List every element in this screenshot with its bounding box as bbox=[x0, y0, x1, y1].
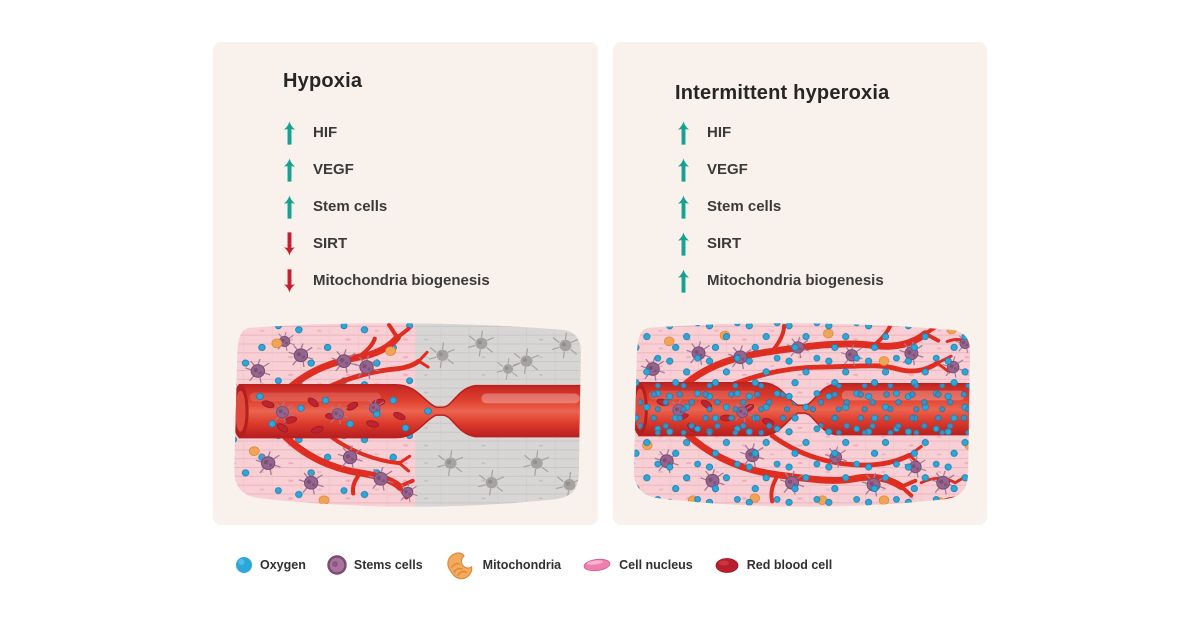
stem-cells-icon bbox=[327, 555, 347, 575]
legend-label: Stems cells bbox=[353, 558, 423, 572]
legend-label: Mitochondria bbox=[482, 558, 562, 572]
legend-item: Stems cells bbox=[327, 555, 423, 575]
factor-label: SIRT bbox=[313, 235, 348, 252]
trend-arrow-icon bbox=[677, 231, 690, 257]
factor-label: Mitochondria biogenesis bbox=[313, 272, 490, 289]
legend-label: Cell nucleus bbox=[619, 558, 693, 572]
factor-row: Stem cells bbox=[213, 188, 598, 225]
factor-row: Mitochondria biogenesis bbox=[613, 262, 987, 299]
hyperoxia-panel: Intermittent hyperoxia HIF VEGF Stem cel… bbox=[613, 42, 987, 525]
red-blood-cell-icon bbox=[714, 557, 740, 574]
trend-arrow-icon bbox=[283, 231, 296, 257]
trend-arrow-icon bbox=[677, 120, 690, 146]
panel-title: Intermittent hyperoxia bbox=[675, 82, 890, 104]
factor-row: VEGF bbox=[613, 151, 987, 188]
factor-label: Stem cells bbox=[707, 198, 782, 215]
hypoxia-panel: Hypoxia HIF VEGF Stem cells SIRT Mitocho… bbox=[213, 42, 598, 525]
factor-row: HIF bbox=[613, 114, 987, 151]
factor-list: HIF VEGF Stem cells SIRT Mitochondria bi… bbox=[213, 114, 598, 299]
legend-item: Oxygen bbox=[235, 556, 306, 574]
legend-item: Red blood cell bbox=[714, 557, 832, 574]
factor-label: SIRT bbox=[707, 235, 742, 252]
factor-row: Mitochondria biogenesis bbox=[213, 262, 598, 299]
factor-list: HIF VEGF Stem cells SIRT Mitochondria bi… bbox=[613, 114, 987, 299]
legend-item: Mitochondria bbox=[444, 550, 561, 580]
factor-row: Stem cells bbox=[613, 188, 987, 225]
cell-nucleus-icon bbox=[582, 557, 612, 573]
factor-label: Stem cells bbox=[313, 198, 388, 215]
trend-arrow-icon bbox=[283, 268, 296, 294]
oxygen-dots bbox=[633, 323, 971, 507]
trend-arrow-icon bbox=[283, 194, 296, 220]
factor-row: SIRT bbox=[613, 225, 987, 262]
hypoxia-tissue-illustration bbox=[223, 318, 588, 520]
legend: Oxygen Stems cells Mitochondria bbox=[235, 549, 832, 581]
factor-row: SIRT bbox=[213, 225, 598, 262]
legend-item: Cell nucleus bbox=[582, 557, 693, 573]
trend-arrow-icon bbox=[283, 157, 296, 183]
factor-label: HIF bbox=[313, 124, 338, 141]
oxygen-icon bbox=[235, 556, 253, 574]
legend-label: Red blood cell bbox=[746, 558, 833, 572]
legend-label: Oxygen bbox=[260, 558, 306, 572]
factor-label: VEGF bbox=[707, 161, 748, 178]
panel-title: Hypoxia bbox=[283, 70, 363, 92]
factor-label: Mitochondria biogenesis bbox=[707, 272, 884, 289]
factor-row: HIF bbox=[213, 114, 598, 151]
mitochondria-icon bbox=[444, 550, 476, 580]
trend-arrow-icon bbox=[677, 157, 690, 183]
hyperoxia-tissue-illustration bbox=[623, 318, 977, 520]
trend-arrow-icon bbox=[677, 194, 690, 220]
factor-label: HIF bbox=[707, 124, 732, 141]
factor-label: VEGF bbox=[313, 161, 354, 178]
factor-row: VEGF bbox=[213, 151, 598, 188]
trend-arrow-icon bbox=[283, 120, 296, 146]
trend-arrow-icon bbox=[677, 268, 690, 294]
